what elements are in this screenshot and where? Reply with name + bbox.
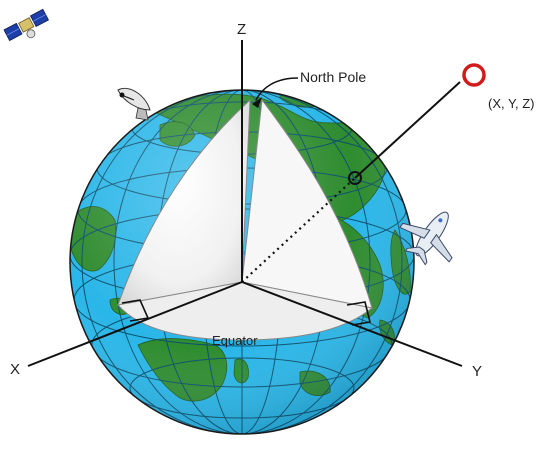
north-pole-arrowhead — [252, 97, 262, 108]
right-angle-marker-right — [346, 301, 371, 326]
y-axis — [241, 281, 463, 367]
satellite-dish-icon — [117, 88, 151, 121]
equator-label: Equator — [212, 333, 258, 348]
cutaway-wall-right — [241, 98, 373, 309]
axes — [27, 40, 463, 367]
point-leader-line — [354, 81, 461, 179]
x-axis — [27, 281, 243, 367]
cutaway-octant — [117, 98, 374, 341]
globe — [69, 89, 415, 435]
surface-point — [348, 171, 362, 185]
x-axis-label: X — [10, 361, 20, 378]
cutaway-wall-left — [117, 98, 251, 306]
satellite-icon — [3, 8, 50, 42]
point-coordinates-label: (X, Y, Z) — [488, 96, 534, 111]
y-axis-label: Y — [472, 363, 482, 380]
north-pole-label: North Pole — [300, 69, 366, 85]
position-dotted-line — [241, 177, 356, 283]
right-angle-marker-left — [121, 299, 150, 322]
z-axis-label: Z — [237, 21, 246, 38]
airplane-icon — [399, 211, 453, 266]
cutaway-floor — [117, 281, 374, 341]
north-pole-pointer — [255, 77, 299, 101]
target-point-marker — [462, 63, 486, 87]
